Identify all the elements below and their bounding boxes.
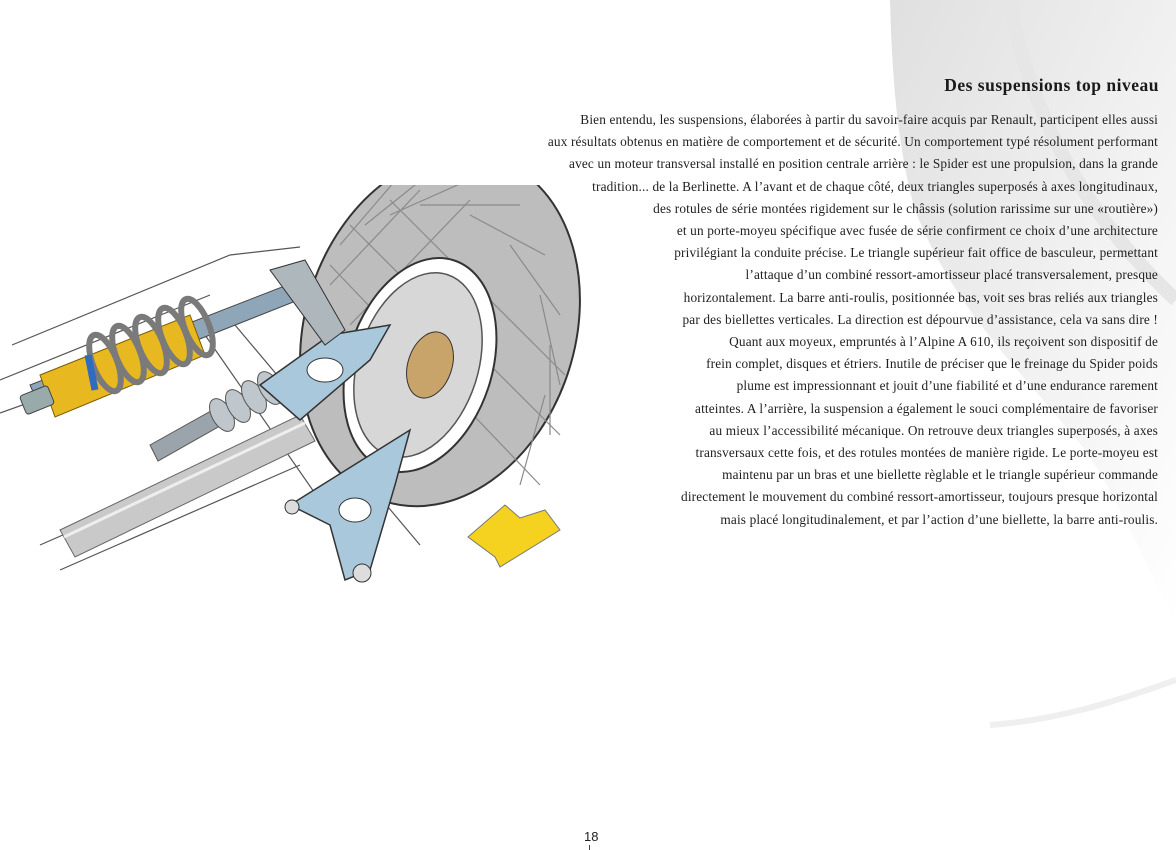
paragraph-line: par des biellettes verticales. La direct… (682, 311, 1158, 327)
wheel (299, 185, 581, 508)
section-heading: Des suspensions top niveau (944, 75, 1159, 95)
paragraph-line: aux résultats obtenus en matière de comp… (547, 134, 1158, 150)
paragraph-line: transversaux cette fois, et des rotules … (695, 445, 1158, 461)
paragraph-line: directement le mouvement du combiné ress… (681, 489, 1158, 505)
paragraph-line: l’attaque d’un combiné ressort-amortisse… (745, 267, 1158, 283)
paragraph-line: avec un moteur transversal installé en p… (569, 156, 1158, 172)
paragraph-line: Bien entendu, les suspensions, élaborées… (580, 112, 1158, 127)
page-number-mark (589, 845, 590, 850)
paragraph-line: plume est impressionnant et jouit d’une … (736, 378, 1158, 394)
drive-shaft (59, 414, 316, 558)
lower-wishbone (284, 428, 412, 583)
paragraph-line: privilégiant la conduite précise. Le tri… (674, 245, 1158, 261)
paragraph-line: maintenu par un bras et une biellette rè… (722, 467, 1158, 483)
paragraph-line: horizontalement. La barre anti-roulis, p… (683, 289, 1158, 305)
page-number: 18 (584, 829, 599, 844)
paragraph-line: mais placé longitudinalement, et par l’a… (720, 511, 1158, 527)
body-paragraph: Bien entendu, les suspensions, élaborées… (398, 109, 1158, 531)
suspension-illustration (0, 185, 581, 583)
upper-wishbone (258, 259, 392, 421)
paragraph-line: et un porte-moyeu spécifique avec fusée … (676, 223, 1158, 239)
direction-arrow (467, 504, 561, 568)
paragraph-line: Quant aux moyeux, empruntés à l’Alpine A… (729, 334, 1158, 350)
paragraph-line: frein complet, disques et étriers. Inuti… (706, 356, 1158, 372)
paragraph-line: des rotules de série montées rigidement … (653, 200, 1158, 216)
paragraph-line: au mieux l’accessibilité mécanique. On r… (709, 422, 1158, 438)
paragraph-line: atteintes. A l’arrière, la suspension a … (695, 400, 1158, 416)
paragraph-line: tradition... de la Berlinette. A l’avant… (592, 178, 1158, 194)
